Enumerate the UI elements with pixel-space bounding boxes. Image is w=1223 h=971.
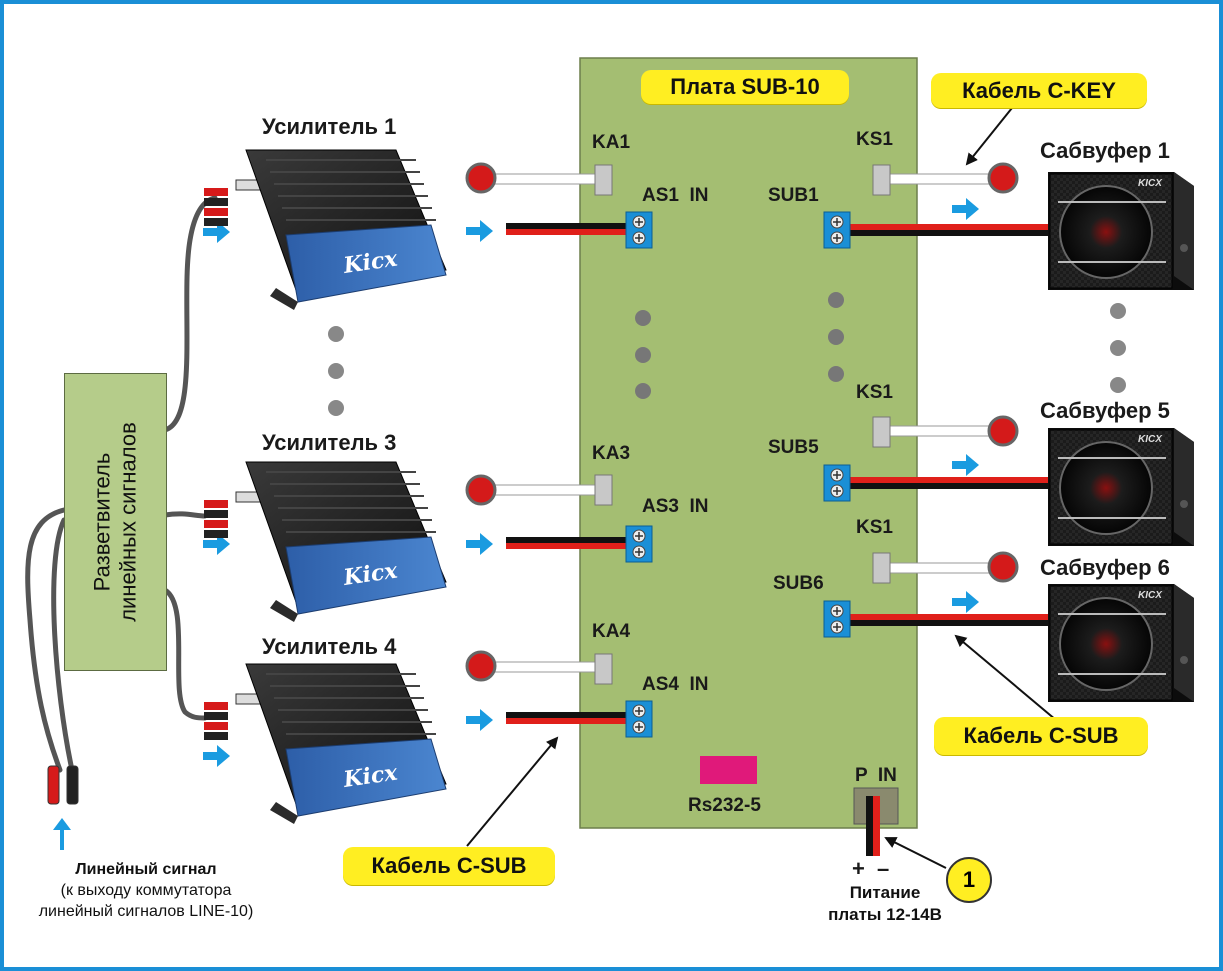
sub-ellipsis [1110,303,1126,393]
power-caption: Питание платы 12-14В [795,882,975,926]
splitter-label-line1: Разветвитель [89,452,115,592]
pin-sub6: SUB6 [773,573,824,594]
cable-csub-right-pill: Кабель C-SUB [934,717,1148,755]
splitter-label: Разветвитель линейных сигналов [89,422,142,622]
subwoofer-5-label: Сабвуфер 5 [1040,398,1170,423]
subwoofer-1-label: Сабвуфер 1 [1040,138,1170,163]
amp-3-label: Усилитель 3 [262,430,397,455]
line-signal-caption: Линейный сигнал (к выходу коммутатора ли… [6,860,286,922]
splitter-label-line2: линейных сигналов [115,422,141,622]
board-ellipsis-left [635,310,651,399]
pin-ks1-a: KS1 [856,129,893,150]
pin-ks1-c: KS1 [856,517,893,538]
power-in-label: P IN [855,765,897,786]
amplifier-3: Kicx [204,461,447,622]
power-minus: – [877,856,890,881]
line-signal-line1: Линейный сигнал [75,861,217,878]
amplifier-4: Kicx [204,663,447,824]
pin-ka4: KA4 [592,621,631,642]
power-caption-line2: платы 12-14В [828,905,942,925]
subwoofer-5: KICX [1048,428,1194,546]
pin-as4-in: AS4 IN [642,674,709,695]
pin-sub1: SUB1 [768,185,819,206]
subwoofer-1: KICX [1048,172,1194,290]
terminals [625,211,851,738]
pointer-lines [466,102,1057,869]
key-buttons [465,162,1019,682]
rs232-label: Rs232-5 [688,795,761,816]
cable-csub-bottom-pill: Кабель C-SUB [343,847,555,885]
board-title-pill: Плата SUB-10 [641,70,849,104]
pin-ka3: KA3 [592,443,631,464]
subwoofer-6: KICX [1048,584,1194,702]
subwoofer-5-logo: KICX [1138,434,1163,445]
line-signal-rca-plugs [47,765,79,805]
signal-arrows [203,198,979,767]
subwoofer-1-logo: KICX [1138,178,1163,189]
subwoofer-6-label: Сабвуфер 6 [1040,555,1170,580]
sub10-board [579,57,918,829]
signal-splitter: Разветвитель линейных сигналов [64,373,167,671]
pin-sub5: SUB5 [768,437,819,458]
line-signal-arrowhead [53,818,71,830]
subwoofer-6-logo: KICX [1138,590,1163,601]
sub-cables-right [850,224,1048,626]
power-badge: 1 [946,857,992,903]
power-connector [853,787,899,856]
rs232-connector [700,756,757,784]
sub-cables-left [506,223,626,724]
pin-as3-in: AS3 IN [642,496,709,517]
amplifier-1: Kicx [204,149,447,310]
line-signal-line2: (к выходу коммутатора [60,881,232,899]
amp-ellipsis [328,326,344,416]
pin-ka1: KA1 [592,132,631,153]
amp-1-label: Усилитель 1 [262,114,397,139]
pin-ks1-b: KS1 [856,382,893,403]
key-connectors [594,164,891,685]
power-caption-line1: Питание [849,883,921,902]
board-ellipsis-right [828,292,844,382]
amp-4-label: Усилитель 4 [262,634,397,659]
splitter-cables [25,195,218,773]
power-plus: + [852,856,865,881]
line-signal-line3: линейный сигналов LINE-10) [38,902,254,920]
pin-as1-in: AS1 IN [642,185,709,206]
cable-ckey-pill: Кабель C-KEY [931,73,1147,108]
